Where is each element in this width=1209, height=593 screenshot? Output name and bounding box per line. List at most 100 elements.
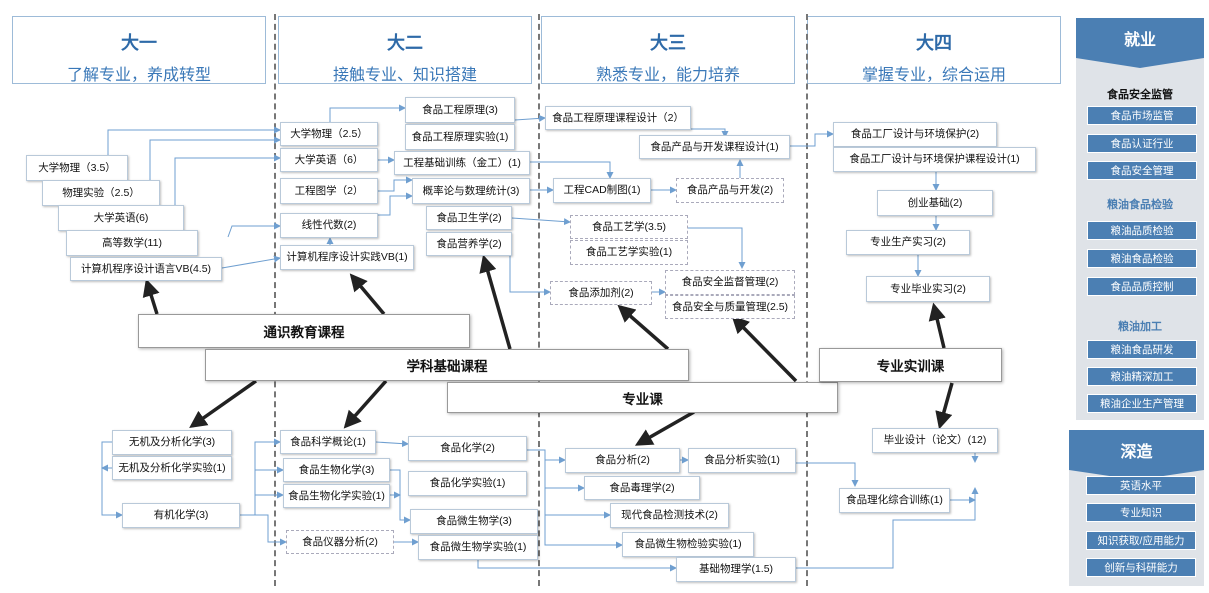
- course-box: 专业毕业实习(2): [866, 276, 990, 302]
- course-box: 工程基础训练（金工）(1): [394, 151, 530, 175]
- section-label: 食品安全监管: [1107, 89, 1173, 101]
- category-arrow: [479, 254, 512, 350]
- course-box: 专业生产实习(2): [846, 230, 970, 255]
- course-box: 毕业设计（论文）(12): [872, 428, 998, 453]
- course-box: 物理实验（2.5）: [42, 180, 160, 206]
- course-box: 概率论与数理统计(3): [412, 178, 530, 204]
- course-box: 无机及分析化学(3): [112, 430, 232, 455]
- course-box: 食品添加剂(2): [550, 281, 652, 305]
- connector: [101, 441, 123, 519]
- ability-item: 知识获取/应用能力: [1086, 531, 1196, 550]
- course-box: 食品营养学(2): [426, 232, 512, 256]
- category-arrow: [349, 273, 386, 316]
- course-box: 食品安全与质量管理(2.5): [665, 295, 795, 319]
- course-box: 食品工厂设计与环境保护课程设计(1): [833, 147, 1036, 172]
- course-box: 工程CAD制图(1): [553, 178, 651, 203]
- career-item: 粮油食品研发: [1087, 340, 1197, 359]
- course-box: 食品工厂设计与环境保护(2): [833, 122, 997, 147]
- category-subject-foundation: 学科基础课程: [205, 349, 689, 381]
- year-subtitle: 熟悉专业，能力培养: [595, 67, 740, 84]
- ability-item: 创新与科研能力: [1086, 558, 1196, 577]
- year-header-3: 大三 熟悉专业，能力培养: [541, 16, 795, 84]
- year-subtitle: 掌握专业，综合运用: [861, 67, 1006, 84]
- course-box: 创业基础(2): [877, 190, 993, 216]
- course-box: 食品卫生学(2): [426, 206, 512, 230]
- year-title: 大一: [121, 33, 157, 53]
- connector: [107, 126, 281, 155]
- category-professional-training: 专业实训课: [819, 348, 1002, 382]
- course-box: 食品产品与开发课程设计(1): [639, 135, 790, 159]
- connector: [477, 560, 677, 572]
- course-box: 现代食品检测技术(2): [610, 503, 729, 528]
- category-arrow: [634, 410, 695, 446]
- year-title: 大二: [387, 33, 423, 53]
- connector: [221, 255, 281, 269]
- course-box: 计算机程序设计实践VB(1): [280, 245, 414, 270]
- connector: [174, 154, 281, 205]
- year-divider: [274, 14, 276, 586]
- course-box: 食品微生物学(3): [410, 509, 538, 534]
- course-box: 大学物理（3.5）: [26, 155, 128, 181]
- employment-title: 就业: [1076, 18, 1204, 58]
- year-header-2: 大二 接触专业、知识搭建: [278, 16, 532, 84]
- connector: [329, 104, 406, 122]
- year-subtitle: 了解专业，养成转型: [66, 67, 211, 84]
- connector: [378, 176, 413, 192]
- connector: [796, 462, 859, 487]
- course-box: 无机及分析化学实验(1): [112, 456, 232, 480]
- course-box: 食品化学实验(1): [408, 471, 527, 496]
- course-box: 高等数学(11): [66, 230, 198, 256]
- connector: [240, 438, 281, 516]
- career-item: 粮油品质检验: [1087, 221, 1197, 240]
- course-box: 基础物理学(1.5): [676, 557, 796, 582]
- section-label: 粮油加工: [1118, 321, 1162, 333]
- category-arrow: [617, 304, 670, 351]
- connector: [530, 161, 614, 179]
- course-box: 食品科学概论(1): [280, 430, 376, 454]
- course-box: 食品安全监督管理(2): [665, 270, 795, 295]
- course-box: 食品毒理学(2): [584, 476, 700, 500]
- course-box: 食品分析(2): [565, 448, 680, 473]
- category-general-education: 通识教育课程: [138, 314, 470, 348]
- course-box: 食品工程原理(3): [405, 97, 515, 123]
- year-subtitle: 接触专业、知识搭建: [332, 67, 477, 84]
- category-arrow: [343, 379, 388, 429]
- course-box: 大学英语(6): [58, 205, 184, 231]
- category-arrow: [189, 379, 258, 429]
- category-arrow: [928, 302, 946, 349]
- connector: [514, 114, 546, 122]
- course-box: 有机化学(3): [122, 503, 240, 528]
- category-arrow: [935, 382, 954, 430]
- course-box: 食品工艺学(3.5): [570, 215, 688, 239]
- year-title: 大四: [916, 33, 952, 53]
- course-box: 食品生物化学实验(1): [283, 484, 390, 508]
- course-box: 食品产品与开发(2): [676, 178, 784, 203]
- course-box: 大学英语（6）: [280, 148, 378, 172]
- course-box: 食品生物化学(3): [283, 458, 390, 482]
- course-box: 线性代数(2): [280, 213, 378, 238]
- course-box: 计算机程序设计语言VB(4.5): [70, 257, 222, 281]
- connector: [690, 128, 729, 138]
- connector: [255, 514, 287, 546]
- further-study-panel: 深造 英语水平 专业知识 知识获取/应用能力 创新与科研能力: [1069, 430, 1204, 586]
- ability-item: 专业知识: [1086, 503, 1196, 522]
- category-arrow: [142, 278, 160, 315]
- connector: [790, 130, 834, 147]
- further-study-title: 深造: [1069, 430, 1204, 470]
- category-major-courses: 专业课: [447, 382, 838, 413]
- course-box: 食品工程原理课程设计（2）: [545, 106, 691, 130]
- course-box: 食品工程原理实验(1): [405, 124, 515, 150]
- career-item: 粮油食品检验: [1087, 249, 1197, 268]
- career-item: 食品安全管理: [1087, 161, 1197, 180]
- course-box: 食品仪器分析(2): [286, 530, 394, 554]
- employment-panel: 就业 食品安全监管 食品市场监管 食品认证行业 食品安全管理 粮油食品检验 粮油…: [1076, 18, 1204, 420]
- career-item: 食品品质控制: [1087, 277, 1197, 296]
- section-label: 粮油食品检验: [1107, 199, 1173, 211]
- connector: [511, 217, 571, 226]
- connector: [375, 440, 409, 448]
- course-box: 食品微生物学实验(1): [418, 535, 538, 560]
- career-item: 食品市场监管: [1087, 106, 1197, 125]
- year-divider: [538, 14, 540, 586]
- connector: [227, 222, 281, 238]
- course-box: 大学物理（2.5）: [280, 122, 378, 146]
